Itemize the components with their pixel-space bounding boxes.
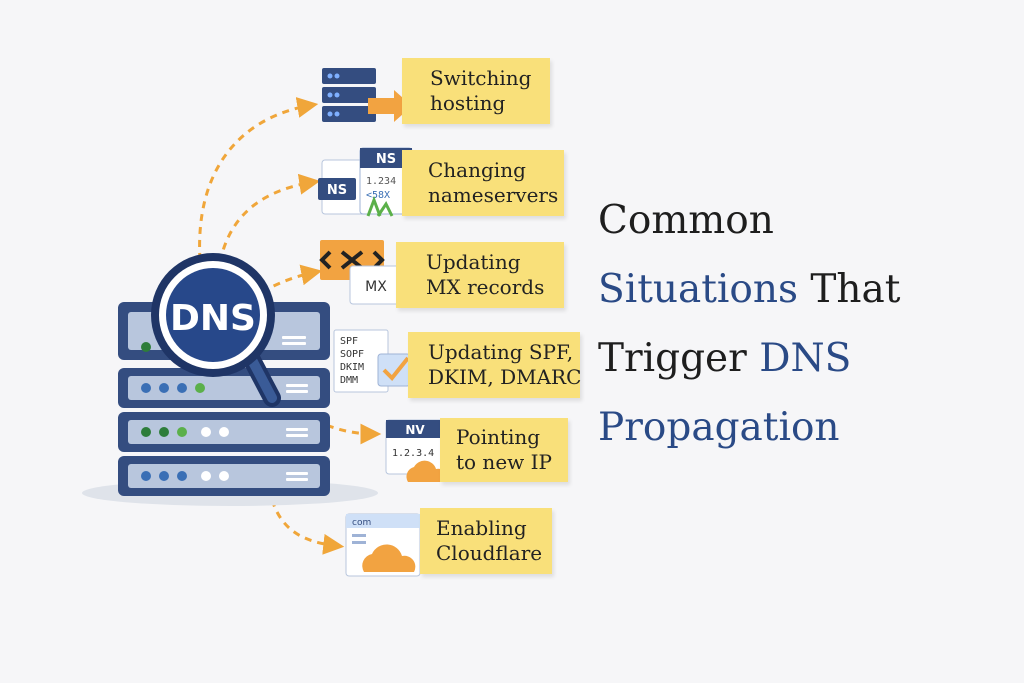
situation-line-2: hosting xyxy=(430,91,506,115)
situation-line-2: nameservers xyxy=(428,183,559,207)
email-auth-doc-icon: SPF SOPF DKIM DMM xyxy=(333,329,411,393)
situation-note-cloudflare: Enabling Cloudflare xyxy=(420,508,552,574)
situation-line-1: Changing xyxy=(428,158,526,182)
arrow-enabling-cloudflare xyxy=(270,499,345,555)
title-text-trigger: Trigger xyxy=(598,336,760,381)
ip-address-icon: NV 1.2.3.4 xyxy=(385,419,448,482)
arrow-updating-mx xyxy=(261,264,323,294)
dns-hub-label: DNS xyxy=(170,298,256,339)
arrow-switching-hosting xyxy=(198,97,319,261)
situation-line-2: Cloudflare xyxy=(436,541,543,565)
cloudflare-browser-icon: com xyxy=(345,513,421,577)
situation-note-switching-hosting: Switching hosting xyxy=(402,58,550,124)
title-highlight-situations: Situations xyxy=(598,267,798,312)
situation-line-1: Pointing xyxy=(456,425,541,449)
nameserver-cards-icon: NS NS 1.234 <58X xyxy=(318,147,413,217)
situation-line-1: Enabling xyxy=(436,516,527,540)
ns-value-1: 1.234 xyxy=(366,176,396,187)
spf-line-1: SPF xyxy=(340,336,358,347)
ip-value: 1.2.3.4 xyxy=(392,448,434,459)
title-highlight-dns: DNS xyxy=(759,336,852,381)
ns-badge-large: NS xyxy=(376,152,396,167)
com-label: com xyxy=(352,518,371,528)
ns-value-2: <58X xyxy=(366,190,390,201)
title-line-2: Situations That xyxy=(598,255,1018,324)
situation-line-2: to new IP xyxy=(456,450,552,474)
title-text-that: That xyxy=(798,267,901,312)
ip-tag: NV xyxy=(405,423,425,437)
situation-note-changing-nameservers: Changing nameservers xyxy=(402,150,564,216)
situation-note-updating-mx: Updating MX records xyxy=(396,242,564,308)
mx-record-icon: MX xyxy=(319,240,408,305)
title-line-3: Trigger DNS xyxy=(598,324,1018,393)
spf-line-4: DMM xyxy=(340,375,358,386)
spf-line-2: SOPF xyxy=(340,349,364,360)
title-line-1: Common xyxy=(598,198,774,243)
arrow-changing-nameservers xyxy=(218,173,321,263)
situation-note-email-auth: Updating SPF, DKIM, DMARC xyxy=(408,332,582,398)
situation-line-2: DKIM, DMARC xyxy=(428,365,582,389)
title-line-4: Propagation xyxy=(598,405,840,450)
page-title: Common Situations That Trigger DNS Propa… xyxy=(598,186,1018,462)
situation-line-1: Updating xyxy=(426,250,521,274)
ns-badge-small: NS xyxy=(327,183,347,198)
situation-line-1: Updating SPF, xyxy=(428,340,574,364)
dns-magnifier: DNS xyxy=(151,253,281,407)
situation-note-pointing-ip: Pointing to new IP xyxy=(440,418,568,482)
server-transfer-icon xyxy=(322,68,412,122)
situation-line-2: MX records xyxy=(426,275,545,299)
situation-line-1: Switching xyxy=(430,66,532,90)
spf-line-3: DKIM xyxy=(340,362,364,373)
mx-label: MX xyxy=(365,279,387,295)
